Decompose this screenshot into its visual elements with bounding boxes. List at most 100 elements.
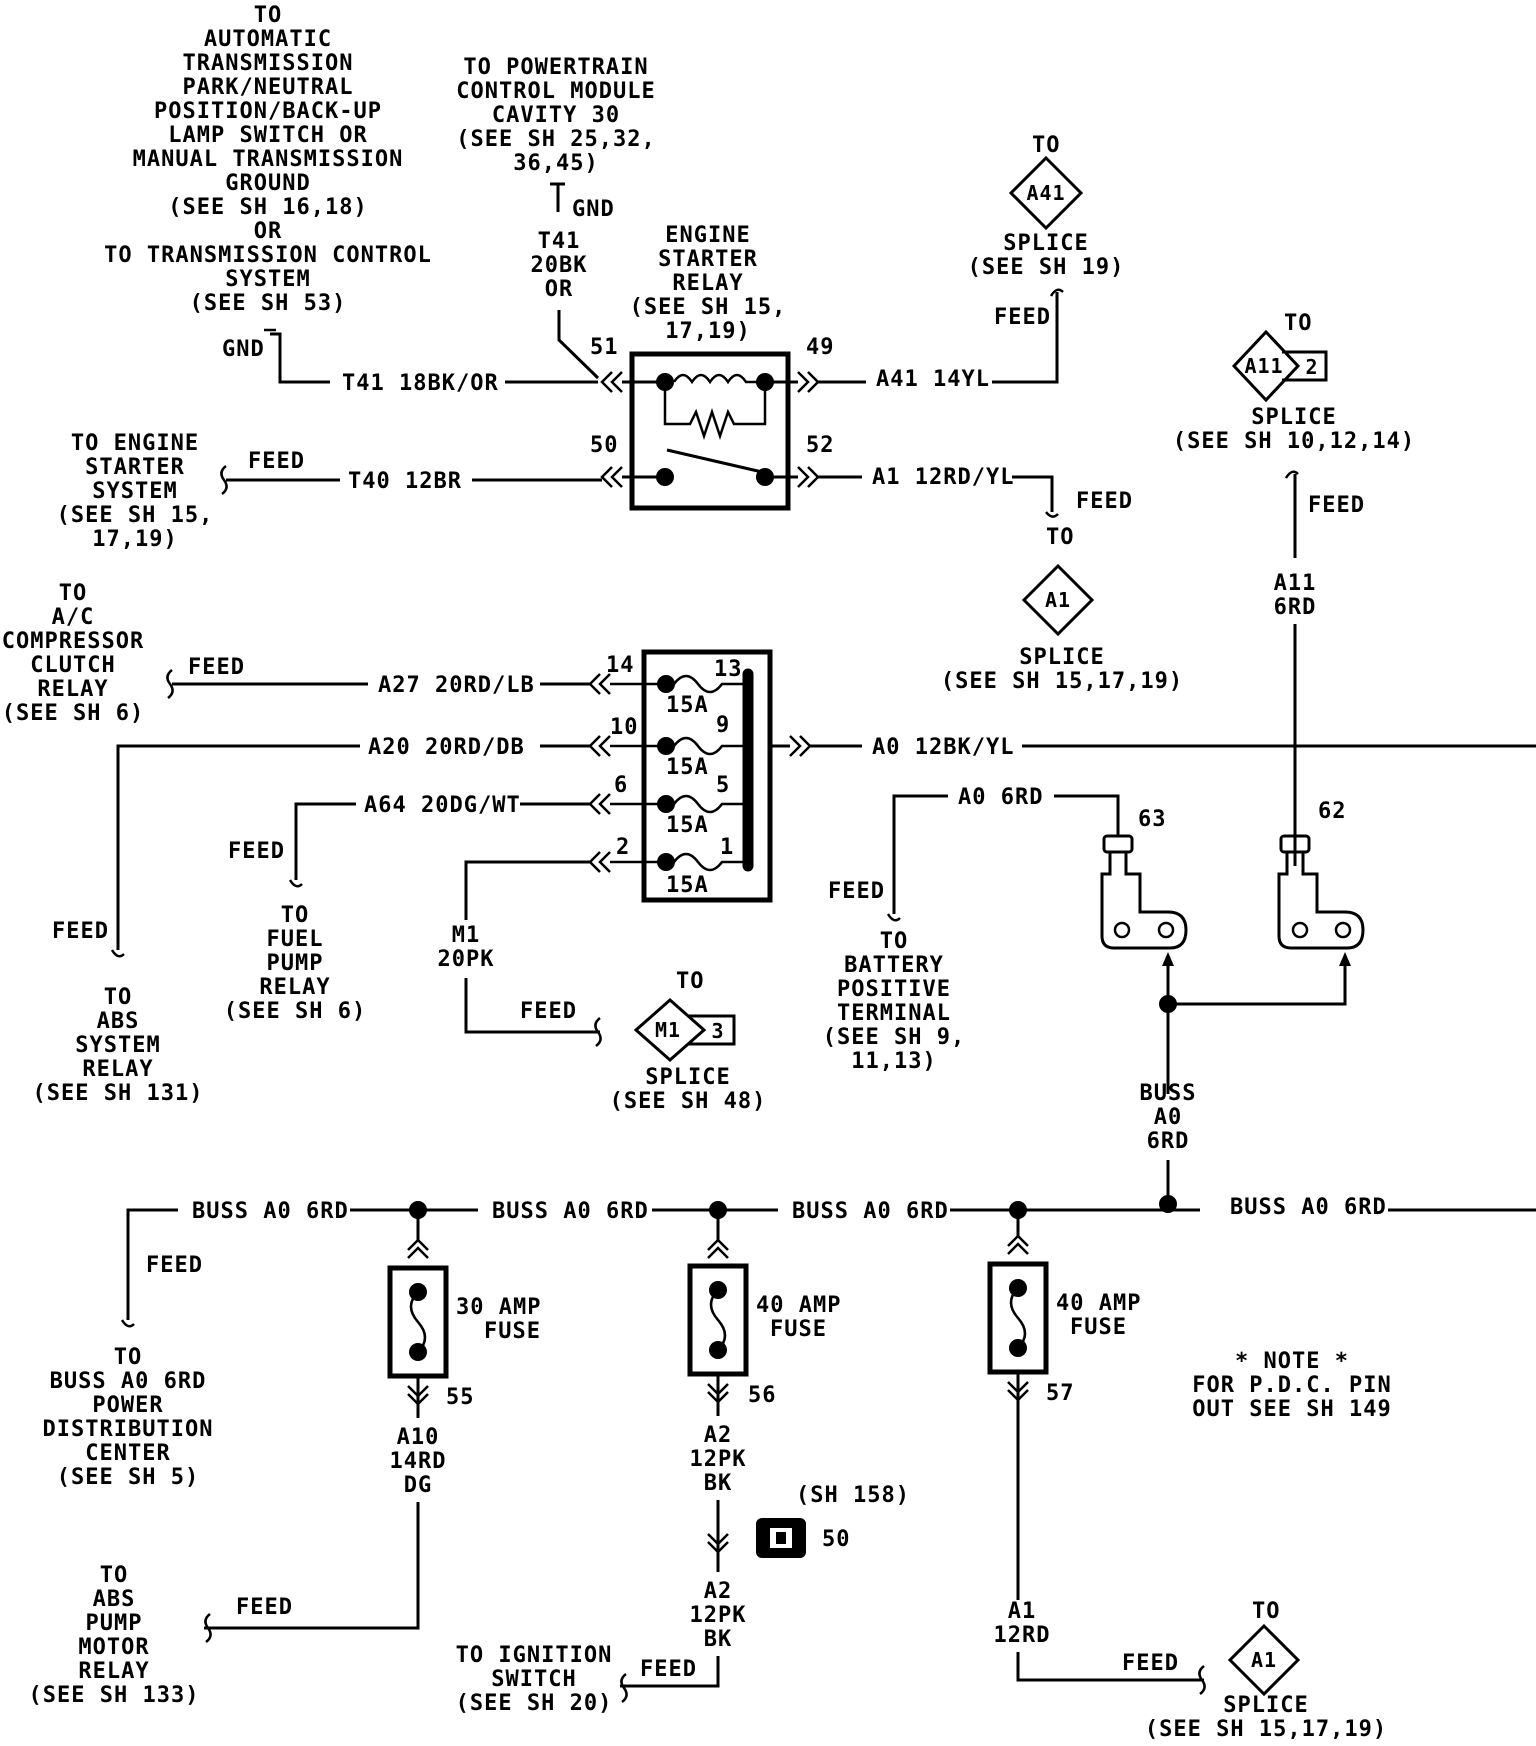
text-line: A1 — [1008, 1599, 1037, 1624]
text-line: TO TRANSMISSION CONTROL — [104, 243, 432, 268]
wire-a27-label: A27 20RD/LB — [378, 673, 535, 698]
text-line: FUEL — [267, 927, 324, 952]
text-line: MANUAL TRANSMISSION — [133, 147, 404, 172]
wire-a41-label: A41 14YL — [876, 367, 990, 392]
connector-50-icon — [756, 1518, 806, 1558]
connector — [588, 735, 666, 757]
text-line: 12PK — [690, 1603, 747, 1628]
text-line: RELAY — [37, 677, 108, 702]
text-line: DISTRIBUTION — [43, 1417, 214, 1442]
text-line: TO ENGINE — [71, 431, 199, 456]
fuse-rating: 15A — [666, 873, 709, 898]
connector — [707, 1238, 729, 1259]
splice-a1-bottom-text: SPLICE (SEE SH 15,17,19) — [1145, 1693, 1387, 1742]
feed-t40-label: FEED — [248, 449, 305, 474]
text-line: MOTOR — [78, 1635, 149, 1660]
fuse-block — [588, 649, 773, 903]
gnd-pcm-label: GND — [572, 197, 615, 222]
text-line: M1 — [452, 923, 481, 948]
fuse-pin-9: 9 — [716, 713, 730, 738]
text-line: 30 AMP — [456, 1295, 541, 1320]
text-line: FOR P.D.C. PIN — [1192, 1373, 1391, 1398]
text-line: CENTER — [85, 1441, 170, 1466]
text-line: 14RD — [390, 1449, 447, 1474]
text-line: (SEE SH 15,17,19) — [1145, 1717, 1387, 1742]
fuse-pin-57: 57 — [1046, 1381, 1075, 1406]
text-line: (SEE SH 20) — [456, 1691, 613, 1716]
splice-m1-to: TO — [676, 969, 705, 994]
text-line: POWER — [92, 1393, 163, 1418]
text-line: (SEE SH 16,18) — [168, 195, 367, 220]
wire-a11-label: A11 6RD — [1274, 571, 1317, 620]
wire-a41 — [818, 292, 1059, 384]
relay-terminal — [656, 468, 674, 486]
text-line: 12PK — [690, 1447, 747, 1472]
ac-relay-label: TO A/C COMPRESSOR CLUTCH RELAY (SEE SH 6… — [2, 581, 143, 726]
fuse-40-amp-57-label: 40 AMP FUSE — [1056, 1291, 1140, 1340]
fuse-pin-14: 14 — [606, 653, 635, 678]
stud-buss-wires — [1166, 956, 1347, 1094]
connector-50-num: 50 — [822, 1527, 851, 1552]
text-line: TERMINAL — [837, 1001, 951, 1026]
connector-52 — [797, 466, 820, 488]
connector-51 — [600, 371, 623, 393]
text-line: 6RD — [1274, 595, 1317, 620]
splice-node — [1159, 1195, 1177, 1213]
text-line: BK — [704, 1471, 733, 1496]
fuel-pump-label: TO FUEL PUMP RELAY (SEE SH 6) — [224, 903, 365, 1024]
text-line: AUTOMATIC — [204, 27, 332, 52]
text-line: CLUTCH — [30, 653, 115, 678]
feed-tick — [1198, 1665, 1206, 1695]
t41-pcm-label: T41 20BK OR — [531, 229, 587, 302]
fuse-pin-2: 2 — [616, 835, 630, 860]
text-line: (SEE SH 15, — [630, 295, 787, 320]
text-line: ABS — [97, 1009, 140, 1034]
text-line: (SEE SH 9, — [823, 1025, 965, 1050]
relay-coil — [672, 373, 756, 385]
connector — [407, 1238, 429, 1259]
text-line: RELAY — [78, 1659, 149, 1684]
text-line: BK — [704, 1627, 733, 1652]
text-line: RELAY — [259, 975, 330, 1000]
stud-63-label: 63 — [1138, 807, 1167, 832]
feed-a27-label: FEED — [188, 655, 245, 680]
text-line: OR — [545, 277, 574, 302]
connector-a0 — [789, 735, 812, 757]
text-line: SYSTEM — [75, 1033, 160, 1058]
relay-leads — [622, 380, 798, 479]
text-line: (SEE SH 15, — [57, 503, 214, 528]
wire-a0-6rd — [892, 794, 1120, 914]
relay-pin-52: 52 — [806, 433, 835, 458]
text-line: STARTER — [658, 247, 758, 272]
text-line: BUSS A0 6RD — [50, 1369, 207, 1394]
text-line: (SEE SH 5) — [57, 1465, 199, 1490]
pdc-label: TO BUSS A0 6RD POWER DISTRIBUTION CENTER… — [43, 1345, 214, 1490]
relay-switch — [666, 448, 763, 474]
wire-m1-label: M1 20PK — [438, 923, 494, 972]
fuse-rating: 15A — [666, 693, 709, 718]
text-line: TO — [100, 1563, 129, 1588]
text-line: CAVITY 30 — [492, 103, 620, 128]
text-line: TO — [254, 3, 283, 28]
wire-a1-relay-label: A1 12RD/YL — [872, 465, 1014, 490]
feed-ign-label: FEED — [640, 1657, 697, 1682]
connector-ref: (SH 158) — [796, 1483, 910, 1508]
splice-m1-text: SPLICE (SEE SH 48) — [610, 1065, 766, 1114]
relay-pin-51: 51 — [590, 335, 619, 360]
feed-tick — [220, 465, 228, 495]
wire-a10-label: A10 14RD DG — [390, 1425, 447, 1498]
relay-pin-49: 49 — [806, 335, 835, 360]
splice-m1: M1 3 — [633, 997, 736, 1063]
wire-m1-lower — [464, 978, 600, 1034]
feed-abs-pump-label: FEED — [236, 1595, 293, 1620]
buss-label: BUSS A0 6RD — [492, 1199, 649, 1224]
feed-tick — [1049, 288, 1064, 297]
fuse-40-amp-57 — [987, 1210, 1049, 1600]
feed-a11-label: FEED — [1308, 493, 1365, 518]
wire-a2-upper-label: A2 12PK BK — [690, 1423, 747, 1496]
text-line: FUSE — [484, 1319, 541, 1344]
stud-arrows — [1162, 952, 1351, 966]
connector — [588, 793, 666, 815]
text-line: 17,19) — [92, 527, 177, 552]
text-line: SPLICE — [1019, 645, 1104, 670]
